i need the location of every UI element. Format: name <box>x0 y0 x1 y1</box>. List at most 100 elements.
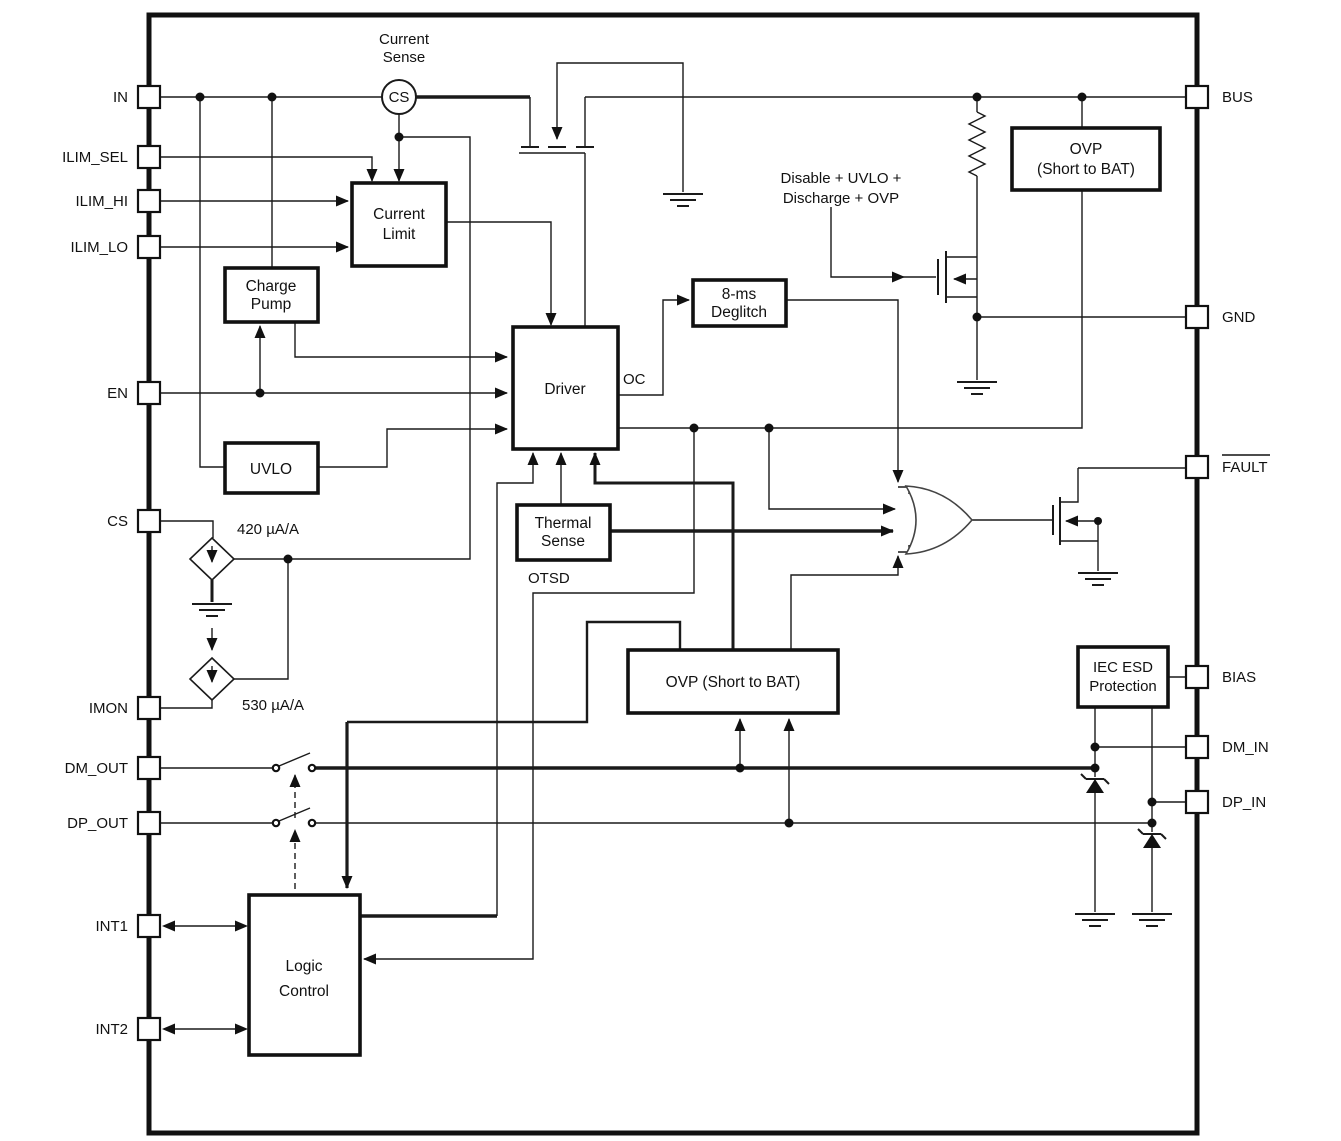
uvlo-label: UVLO <box>250 461 292 478</box>
wire-disable-to-gate <box>830 207 936 278</box>
pin-label-imon: IMON <box>89 700 128 717</box>
wires <box>160 62 1186 1035</box>
iec-esd-label-2: Protection <box>1089 678 1157 695</box>
pin-square-dp-out <box>136 810 162 836</box>
pin-label-ilim-hi: ILIM_HI <box>75 193 128 210</box>
wire-status-to-or <box>768 428 896 515</box>
discharge-fet <box>937 251 977 303</box>
block-current-limit: Current Limit <box>350 181 448 268</box>
pin-label-dp-in: DP_IN <box>1222 794 1266 811</box>
block-iec-esd: IEC ESD Protection <box>1076 645 1170 709</box>
wire-cs-pin <box>160 520 214 538</box>
block-current-sense: CS Current Sense <box>379 31 430 115</box>
resistor-zigzag <box>967 111 987 177</box>
pin-square-ilim-lo <box>136 234 162 260</box>
pins-left: IN ILIM_SEL ILIM_HI ILIM_LO EN CS IMON D… <box>62 84 162 1042</box>
pin-square-ilim-sel <box>136 144 162 170</box>
block-logic-control: Logic Control <box>247 893 362 1057</box>
pin-label-fault: FAULT <box>1222 459 1268 476</box>
wire-logic-to-driver <box>496 452 539 916</box>
pin-label-dm-in: DM_IN <box>1222 739 1269 756</box>
charge-pump-label-2: Pump <box>251 296 292 313</box>
wire-cs-sense-feedback <box>288 136 471 560</box>
gain-530-label: 530 µA/A <box>242 697 304 714</box>
pin-square-int2 <box>136 1016 162 1042</box>
thermal-sense-label-1: Thermal <box>535 515 592 532</box>
annotations: OC OTSD 420 µA/A 530 µA/A Disable + UVLO… <box>237 170 902 714</box>
dm-switch <box>271 752 317 773</box>
ground-symbol-fault <box>1078 572 1118 586</box>
pin-label-int1: INT1 <box>95 918 128 935</box>
dp-switch <box>271 807 317 828</box>
ovp-mid-label: OVP (Short to BAT) <box>666 674 801 691</box>
pin-square-en <box>136 380 162 406</box>
block-deglitch: 8-ms Deglitch <box>691 278 788 328</box>
wire-ovp-to-or <box>790 555 904 651</box>
wire-in-to-uvlo <box>199 97 225 468</box>
block-ovp-top: OVP (Short to BAT) <box>1010 126 1162 192</box>
wire-ilim-sel <box>160 156 378 182</box>
otsd-label: OTSD <box>528 570 570 587</box>
fault-fet <box>1052 468 1099 571</box>
disable-label-2: Discharge + OVP <box>783 190 899 207</box>
wire-imon-pin <box>160 700 213 709</box>
int2-arrow-right <box>235 1023 248 1035</box>
pin-label-en: EN <box>107 385 128 402</box>
pin-label-dp-out: DP_OUT <box>67 815 128 832</box>
pin-square-dm-out <box>136 755 162 781</box>
pin-square-bias <box>1184 664 1210 690</box>
pin-square-cs <box>136 508 162 534</box>
ground-symbol-passfet <box>663 193 703 207</box>
pin-square-fault <box>1184 454 1210 480</box>
block-charge-pump: Charge Pump <box>223 266 320 324</box>
block-thermal-sense: Thermal Sense <box>515 503 612 562</box>
pin-square-ilim-hi <box>136 188 162 214</box>
block-driver: Driver <box>511 325 620 451</box>
pin-label-ilim-lo: ILIM_LO <box>70 239 128 256</box>
pin-label-dm-out: DM_OUT <box>65 760 128 777</box>
oc-label: OC <box>623 371 646 388</box>
wire-fet-body-ground <box>551 62 684 192</box>
wire-ovp-to-driver <box>589 452 735 651</box>
pin-label-gnd: GND <box>1222 309 1256 326</box>
zener-diode-dm <box>1080 773 1110 793</box>
wire-oc-to-deglitch <box>618 294 690 396</box>
pin-square-dp-in <box>1184 789 1210 815</box>
block-uvlo: UVLO <box>223 441 320 495</box>
pin-label-bias: BIAS <box>1222 669 1256 686</box>
int2-arrow-left <box>162 1023 175 1035</box>
gain-420-label: 420 µA/A <box>237 521 299 538</box>
current-source-420 <box>188 536 236 582</box>
ground-symbol-dm <box>1075 913 1115 927</box>
pass-fet <box>519 97 594 154</box>
pin-label-bus: BUS <box>1222 89 1253 106</box>
current-sense-label-1: Current <box>379 31 430 48</box>
zener-diode-dp <box>1137 828 1167 848</box>
pin-square-imon <box>136 695 162 721</box>
pin-label-in: IN <box>113 89 128 106</box>
deglitch-label-1: 8-ms <box>722 286 757 303</box>
ground-symbol-dp <box>1132 913 1172 927</box>
logic-control-label-1: Logic <box>285 958 322 975</box>
pin-label-ilim-sel: ILIM_SEL <box>62 149 128 166</box>
current-sense-label-2: Sense <box>383 49 426 66</box>
charge-pump-label-1: Charge <box>246 278 297 295</box>
thermal-sense-label-2: Sense <box>541 533 585 550</box>
ground-symbol-cs <box>192 603 232 617</box>
pin-square-int1 <box>136 913 162 939</box>
disable-label-1: Disable + UVLO + <box>781 170 902 187</box>
wire-charge-pump-to-driver <box>294 322 508 363</box>
wire-to-source2 <box>234 559 289 680</box>
gate-wire-arrowhead <box>892 271 905 283</box>
block-ovp-mid: OVP (Short to BAT) <box>626 648 840 715</box>
ovp-top-label-1: OVP <box>1070 141 1103 158</box>
wire-uvlo-to-driver <box>318 423 508 468</box>
wire-ovp-to-logic-path <box>347 620 682 724</box>
junction-dots <box>195 92 1157 828</box>
pin-label-int2: INT2 <box>95 1021 128 1038</box>
wire-deglitch-to-or <box>786 299 904 483</box>
ground-symbol-discharge <box>957 381 997 395</box>
current-limit-label-1: Current <box>373 206 425 223</box>
pin-square-bus <box>1184 84 1210 110</box>
